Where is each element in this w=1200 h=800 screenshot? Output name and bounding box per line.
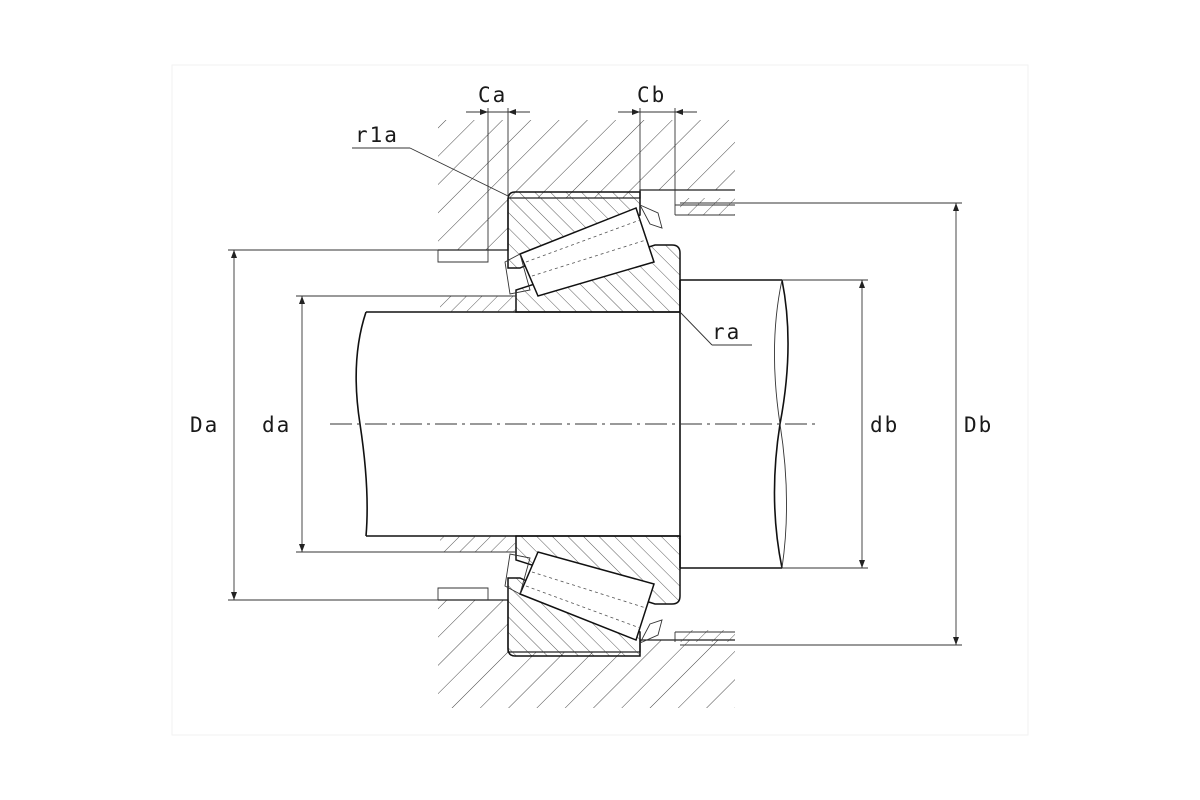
dimension-ca <box>466 108 530 250</box>
drawing-frame <box>171 64 1029 736</box>
label-db-outer: Db <box>964 413 993 437</box>
label-r1a: r1a <box>355 123 399 147</box>
leader-ra <box>679 311 752 346</box>
dimension-da-inner <box>296 295 438 553</box>
dimension-db <box>782 279 868 569</box>
label-ra: ra <box>712 320 741 344</box>
dimension-cb <box>618 108 697 205</box>
dimension-db-outer <box>680 202 962 646</box>
label-da-inner: da <box>262 413 291 437</box>
roller-bottom <box>504 551 663 644</box>
dimension-da-outer <box>228 249 438 601</box>
label-ca: Ca <box>478 83 507 107</box>
label-cb: Cb <box>637 83 666 107</box>
label-da-outer: Da <box>190 413 219 437</box>
leader-r1a <box>352 147 509 197</box>
roller-top <box>504 204 663 297</box>
label-db: db <box>870 413 899 437</box>
